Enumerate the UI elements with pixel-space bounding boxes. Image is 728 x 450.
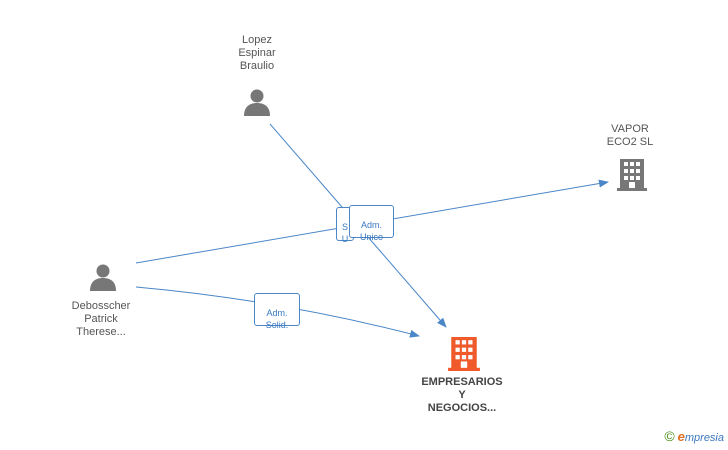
edge-badge-label: S U xyxy=(341,222,349,244)
node-lopez-espinar-braulio[interactable]: Lopez Espinar Braulio xyxy=(220,34,294,73)
empresia-watermark: ©empresia xyxy=(664,428,724,444)
edge-badge-adm-unico[interactable]: Adm. Unico xyxy=(349,205,394,242)
edge-badge-label: Adm. Unico xyxy=(359,220,383,242)
node-label: Debosscher Patrick Therese... xyxy=(71,300,131,338)
building-icon xyxy=(448,337,480,371)
node-empresarios-y-negocios[interactable]: EMPRESARIOS Y NEGOCIOS... xyxy=(410,376,514,415)
node-debosscher-patrick-therese[interactable]: Debosscher Patrick Therese... xyxy=(58,300,144,339)
edge-badge-label: Adm. Solid. xyxy=(265,308,289,330)
building-icon xyxy=(617,159,647,191)
brand-logo-e: e xyxy=(677,429,685,444)
node-vapor-eco2-sl[interactable]: VAPOR ECO2 SL xyxy=(596,123,664,149)
edge-badge-adm-solid[interactable]: Adm. Solid. xyxy=(254,293,300,330)
node-label: EMPRESARIOS Y NEGOCIOS... xyxy=(421,376,503,414)
brand-name: mpresia xyxy=(684,432,724,444)
person-icon xyxy=(244,89,270,116)
node-label: VAPOR ECO2 SL xyxy=(606,123,654,148)
node-label: Lopez Espinar Braulio xyxy=(238,34,276,72)
copyright-icon: © xyxy=(664,428,675,444)
person-icon xyxy=(90,264,116,291)
